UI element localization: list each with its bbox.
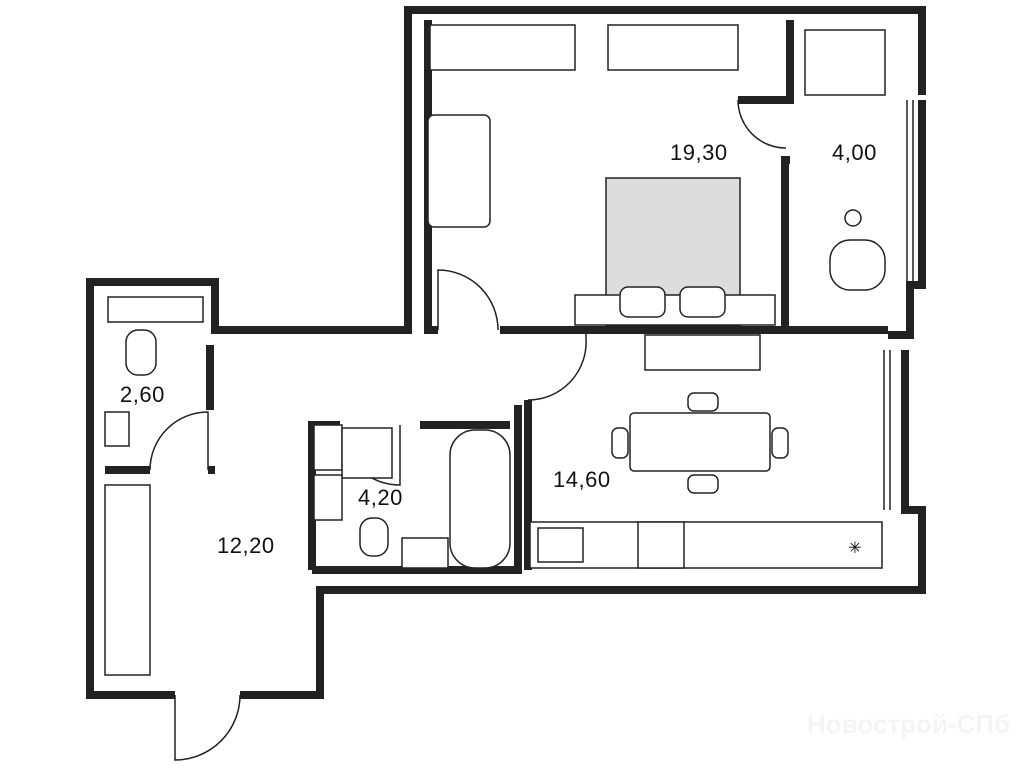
room-area-kitchen: 14,60: [553, 467, 611, 492]
kitchen-furniture: ✳: [529, 334, 883, 569]
entrance-door: [174, 694, 241, 761]
room-area-bathroom: 4,20: [358, 485, 403, 510]
bath-furniture: [104, 296, 511, 676]
room-area-living: 19,30: [670, 140, 728, 165]
inner-walls: [105, 20, 888, 574]
snowflake-icon: ✳: [848, 540, 861, 557]
doors: [149, 99, 787, 761]
outer-walls: [86, 6, 926, 699]
living-furniture: [427, 24, 886, 327]
room-area-balcony: 4,00: [832, 140, 877, 165]
room-area-wc: 2,60: [120, 382, 165, 407]
room-area-hallway: 12,20: [217, 533, 275, 558]
watermark: Новострой-СПб: [807, 709, 1010, 739]
